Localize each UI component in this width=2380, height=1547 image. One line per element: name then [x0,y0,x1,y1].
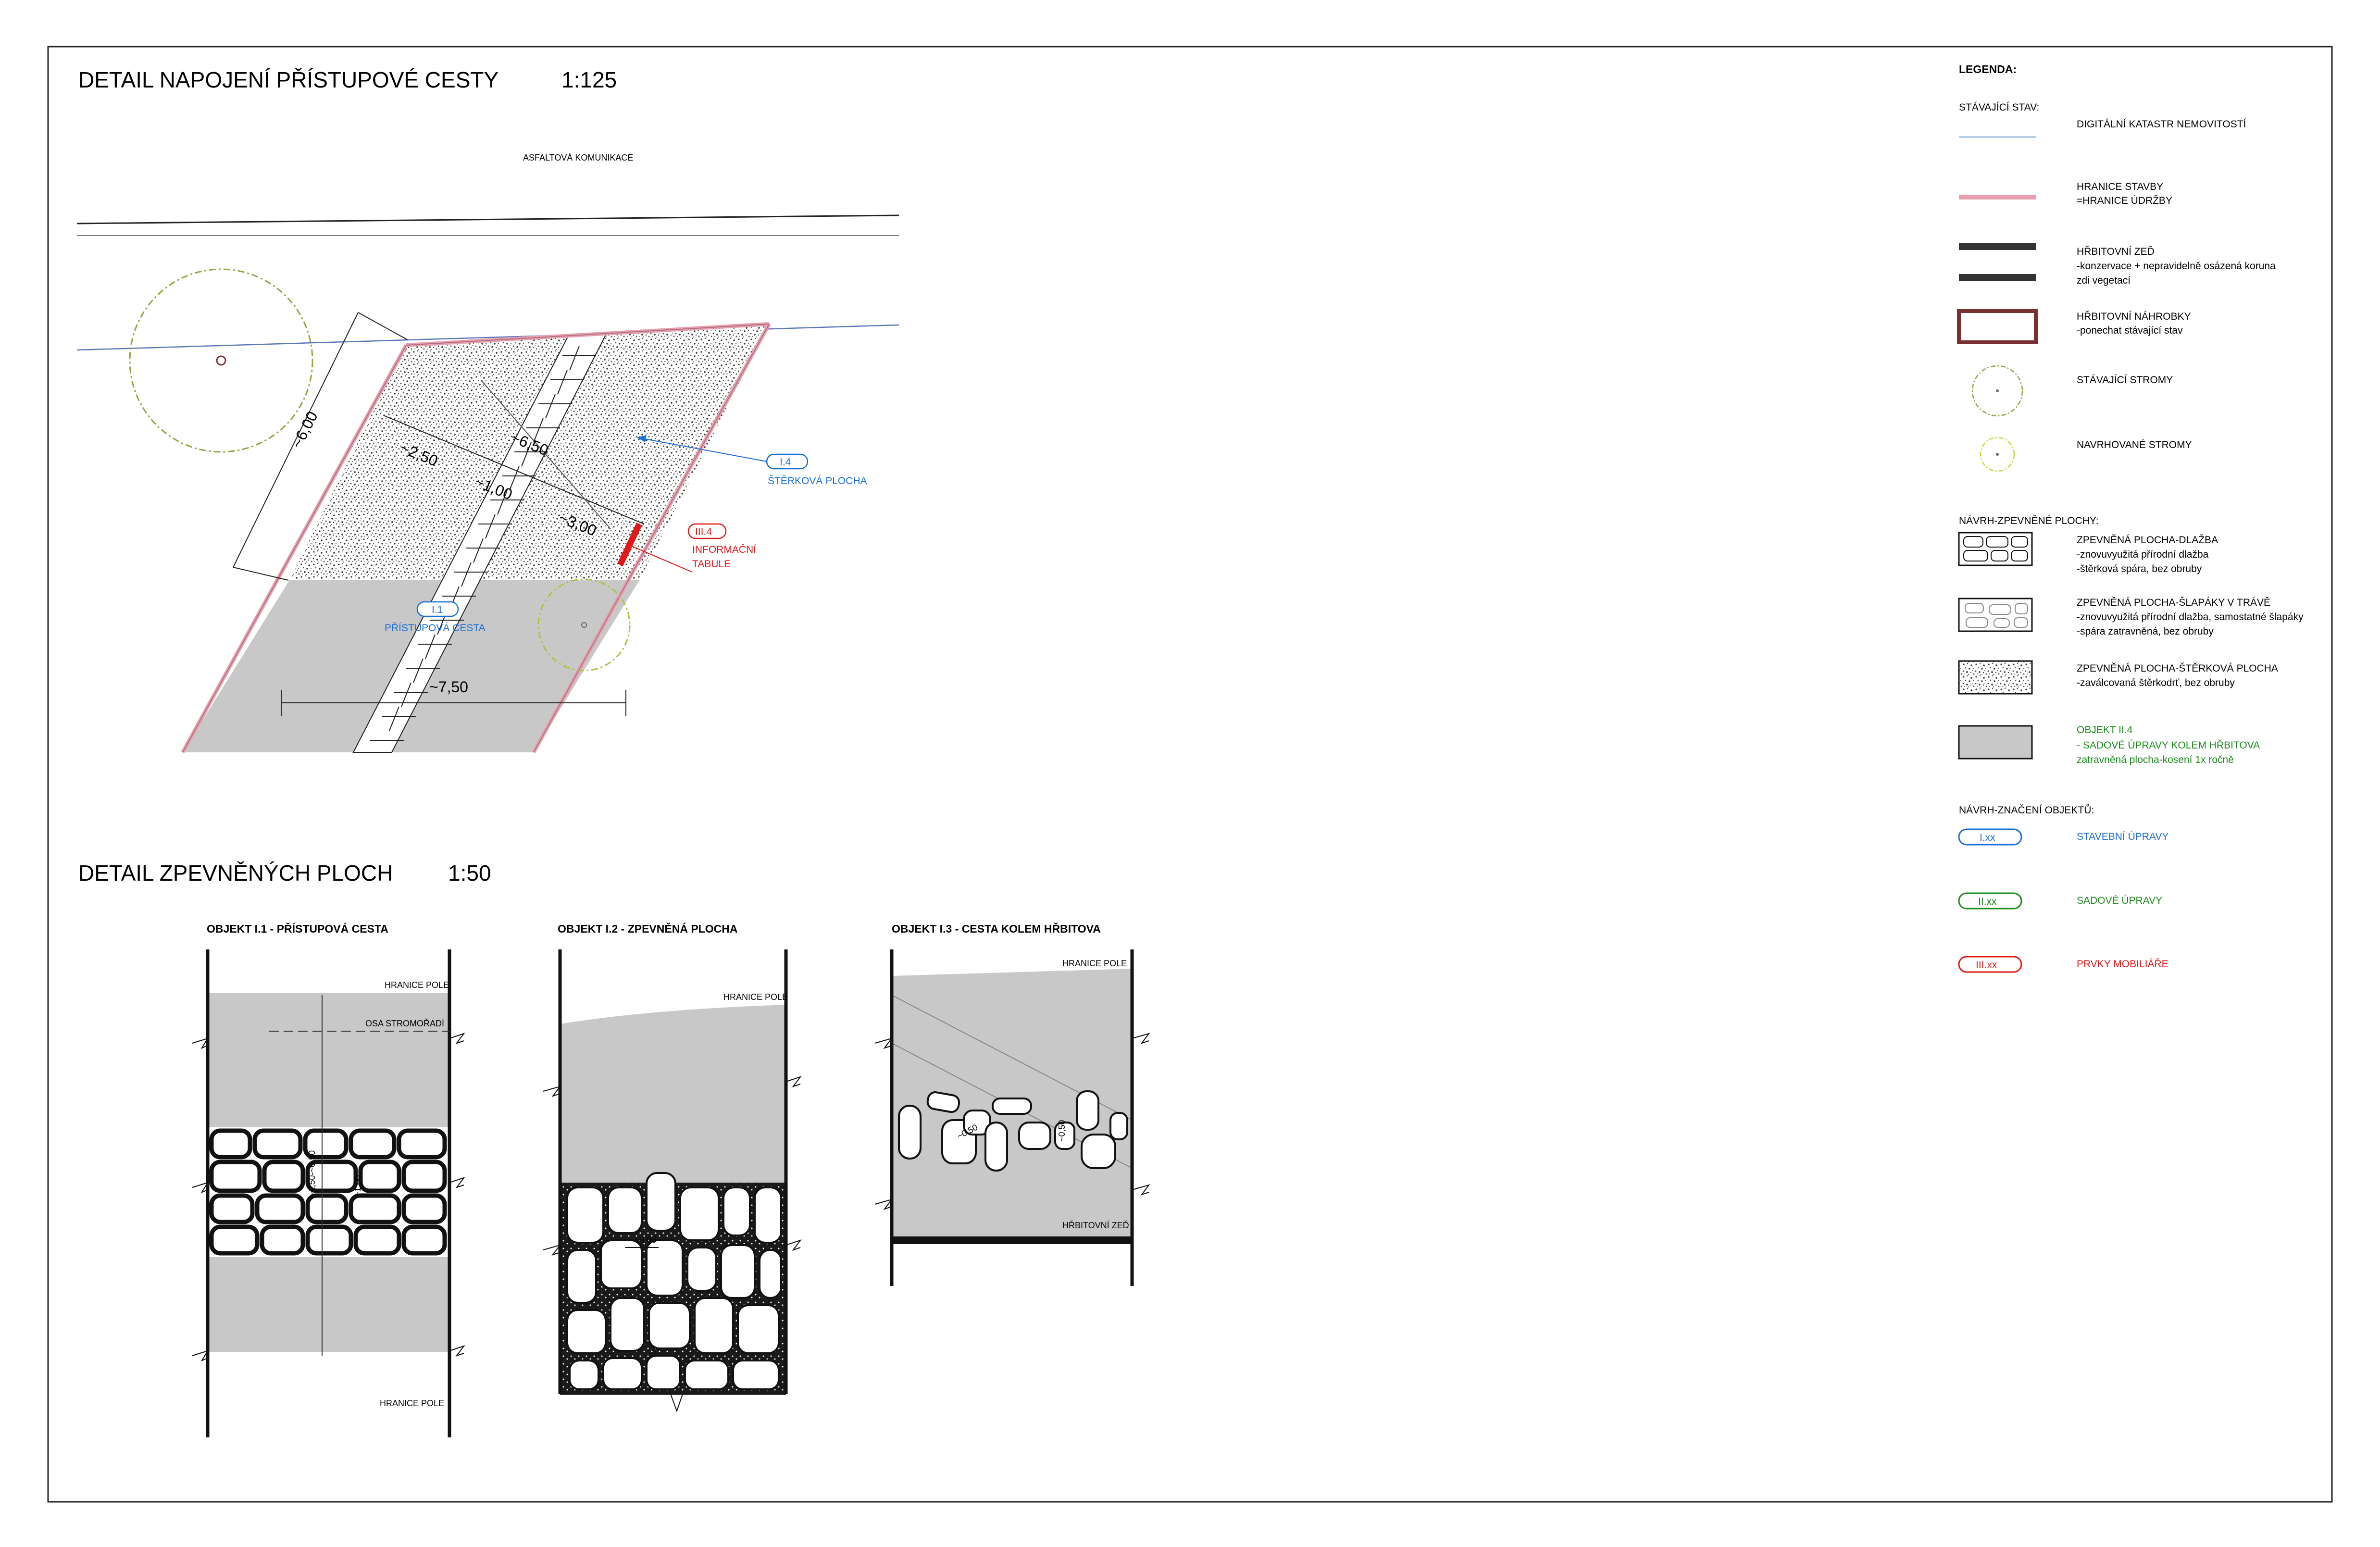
detail-i2-top: HRANICE POLE [723,992,788,1002]
legend-stepping-l2: -znovuvyužitá přírodní dlažba, samostatn… [2077,611,2304,623]
legend-stepping-l1: ZPEVNĚNÁ PLOCHA-ŠLAPÁKY V TRÁVĚ [2077,597,2270,608]
legend-build-label: STAVEBNÍ ÚPRAVY [2077,831,2168,842]
legend-boundary-l1: HRANICE STAVBY [2077,181,2163,192]
detail-i1-top: HRANICE POLE [385,980,449,990]
info-board [617,523,642,566]
legend-paving-l3: -štěrková spára, bez obruby [2077,563,2202,574]
detail-i3-dim-b: ~0,50 [1057,1120,1067,1142]
tag-iii4-code: III.4 [695,526,712,537]
details-title: DETAIL ZPEVNĚNÝCH PLOCH [78,861,393,886]
detail-i3-heading: OBJEKT I.3 - CESTA KOLEM HŘBITOVA [892,922,1101,935]
tag-iii4-line1: INFORMAČNÍ [692,544,756,555]
detail-i1: OBJEKT I.1 - PŘÍSTUPOVÁ CESTA HRANICE PO… [192,922,465,1437]
legend-gravel-l1: ZPEVNĚNÁ PLOCHA-ŠTĚRKOVÁ PLOCHA [2077,663,2278,674]
tag-iii4-leader [624,543,693,573]
legend-existing-heading: STÁVAJÍCÍ STAV: [1959,102,2039,113]
legend-cadastre: DIGITÁLNÍ KATASTR NEMOVITOSTÍ [2077,119,2246,130]
legend-existing-tree-icon [1971,365,2023,417]
detail-i1-dim-a: ~1,50-~0,50 [307,1150,317,1197]
legend-tag-land-pill [1958,892,2022,910]
legend-paving-l1: ZPEVNĚNÁ PLOCHA-DLAŽBA [2077,535,2218,546]
legend-graves-l2: -ponechat stávající stav [2077,325,2183,336]
detail-i1-bottom: HRANICE POLE [380,1398,444,1408]
tag-i4-pill [766,453,809,470]
detail-i2-paving [566,1172,782,1390]
legend-tag-build: I.xx [1980,832,1995,843]
legend-land-label: SADOVÉ ÚPRAVY [2077,895,2162,906]
legend-grass-l1: OBJEKT II.4 [2077,724,2133,736]
detail-i3-bottom: HŘBITOVNÍ ZEĎ [1062,1221,1129,1230]
legend-wall-l3: zdi vegetací [2077,275,2131,286]
existing-tree-icon [129,268,313,453]
sheet-frame [47,46,2333,1503]
tag-iii4-line2: TABULE [692,559,731,570]
legend-proposed-tree-icon [1980,437,2015,472]
tag-i4-text: ŠTĚRKOVÁ PLOCHA [768,475,867,487]
legend-wall-l2: -konzervace + nepravidelně osázená korun… [2077,261,2276,272]
legend-title: LEGENDA: [1959,63,2017,75]
tag-i1-code: I.1 [432,604,443,615]
legend-graves-symbol [1957,309,2038,344]
dim-7-50: ~7,50 [429,678,468,696]
legend-tag-build-pill [1958,828,2022,846]
road-label: ASFALTOVÁ KOMUNIKACE [523,153,633,162]
legend-paving-symbol [1958,532,2033,566]
plan-detail: DETAIL NAPOJENÍ PŘÍSTUPOVÉ CESTY 1:125 A… [76,67,899,753]
legend-wall-l1: HŘBITOVNÍ ZEĎ [2077,246,2155,257]
legend-tag-furn: III.xx [1976,960,1997,971]
detail-i2: OBJEKT I.2 - ZPEVNĚNÁ PLOCHA HRANICE POL… [543,922,802,1412]
details-scale: 1:50 [448,861,491,886]
detail-i3-top: HRANICE POLE [1062,959,1127,968]
legend-marking-heading: NÁVRH-ZNAČENÍ OBJEKTŮ: [1959,804,2094,816]
legend-grass-l3: zatravněná plocha-kosení 1x ročně [2077,754,2234,765]
plan-title: DETAIL NAPOJENÍ PŘÍSTUPOVÉ CESTY [78,67,498,92]
legend-gravel-symbol [1958,660,2033,695]
legend-stepping-l3: -spára zatravněná, bez obruby [2077,626,2214,637]
detail-i1-paving [209,1128,447,1256]
tag-i4-leader [636,437,767,462]
proposed-tree-icon [537,578,631,672]
legend-gravel-l2: -zaválcovaná štěrkodrť, bez obruby [2077,677,2235,688]
detail-i3: OBJEKT I.3 - CESTA KOLEM HŘBITOVA HRANIC… [874,922,1150,1286]
detail-i2-heading: OBJEKT I.2 - ZPEVNĚNÁ PLOCHA [558,922,737,935]
legend-tag-land: II.xx [1978,896,1997,907]
plan-scale: 1:125 [561,67,617,92]
detail-i1-dim-b: ~1,00 [353,1175,362,1197]
legend: LEGENDA: STÁVAJÍCÍ STAV: DIGITÁLNÍ KATAS… [1957,63,2304,973]
legend-graves-l1: HŘBITOVNÍ NÁHROBKY [2077,311,2191,322]
legend-stepping-symbol [1958,598,2033,632]
legend-trees-proposed: NAVRHOVANÉ STROMY [2077,439,2192,450]
tag-iii4-pill [687,523,727,539]
detail-i2-dim: ~0,05 [635,1235,657,1245]
legend-furn-label: PRVKY MOBILIÁŘE [2077,959,2168,970]
dim-6-00: ~6,00 [288,409,321,451]
legend-paving-l2: -znovuvyužitá přírodní dlažba [2077,549,2209,560]
tag-i4-code: I.4 [780,457,791,468]
legend-grass-symbol [1958,725,2033,760]
legend-grass-l2: - SADOVÉ ÚPRAVY KOLEM HŘBITOVA [2077,740,2260,751]
legend-boundary-l2: =HRANICE ÚDRŽBY [2077,195,2172,206]
dimension-lines [233,312,645,716]
tag-i1-text: PŘÍSTUPOVÁ CESTA [385,623,486,634]
detail-i1-heading: OBJEKT I.1 - PŘÍSTUPOVÁ CESTA [207,922,388,935]
detail-i3-stepping-stones [898,1090,1128,1172]
legend-trees-existing: STÁVAJÍCÍ STROMY [2077,374,2173,386]
detail-i1-axis: OSA STROMOŘADÍ [365,1019,444,1028]
road-edge-line [76,214,899,225]
legend-paved-heading: NÁVRH-ZPEVNĚNÉ PLOCHY: [1959,515,2099,526]
tag-i1-pill [416,601,459,617]
legend-tag-furn-pill [1958,956,2022,973]
